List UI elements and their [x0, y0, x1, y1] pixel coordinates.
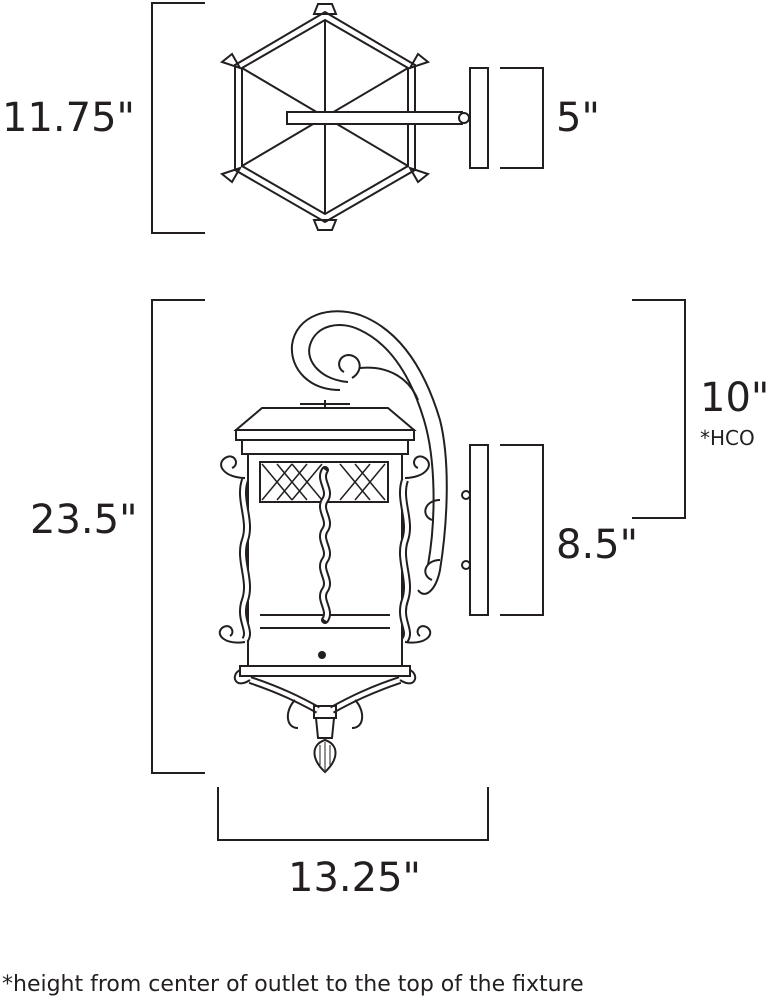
- backplate-height-label: 8.5": [556, 522, 639, 568]
- hco-dimension-label: 10": [700, 375, 770, 421]
- overall-width-label: 13.25": [288, 855, 421, 901]
- top-depth-label: 11.75": [2, 95, 135, 141]
- dimension-brackets: [151, 2, 686, 841]
- side-view: [218, 310, 489, 774]
- overall-height-label: 23.5": [30, 497, 138, 543]
- hco-note-label: *HCO: [700, 426, 755, 450]
- footnote: *height from center of outlet to the top…: [2, 972, 584, 997]
- backplate-width-label: 5": [556, 95, 600, 141]
- top-view: [219, 3, 489, 231]
